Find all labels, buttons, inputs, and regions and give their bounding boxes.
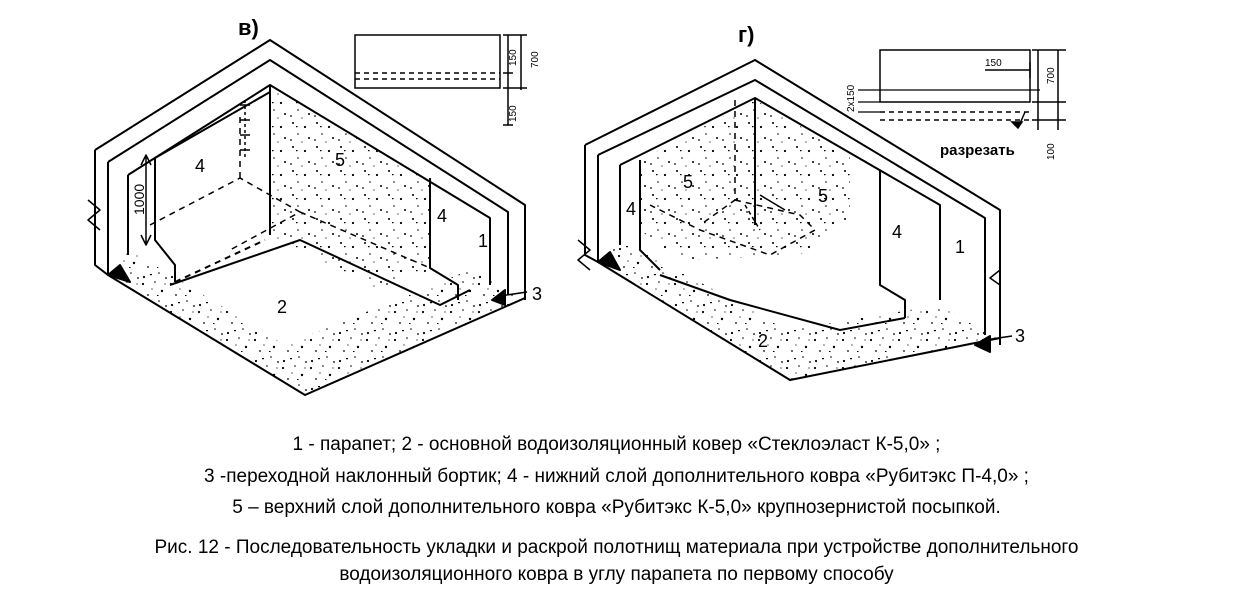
label-4: 4: [195, 156, 205, 176]
panel-left: [87, 39, 528, 396]
parapet-right: [584, 59, 1001, 345]
panel-right: [577, 59, 1013, 381]
figure-caption-line-2: водоизоляционного ковра в углу парапета …: [339, 564, 894, 585]
legend-line-2: 3 -переходной наклонный бортик; 4 - нижн…: [204, 466, 1029, 487]
dim-label: 100: [1046, 143, 1057, 160]
label-5: 5: [818, 186, 828, 206]
panel-right-texts: г) 4 5 5 4 1 2 3: [626, 22, 1025, 351]
label-1: 1: [955, 237, 965, 257]
legend-line-1: 1 - парапет; 2 - основной водоизоляционн…: [292, 434, 941, 455]
label-2: 2: [277, 297, 287, 317]
label-3: 3: [1015, 326, 1025, 346]
dim-label: 150: [985, 58, 1002, 69]
label-5: 5: [335, 150, 345, 170]
layer-4-right-wall: [429, 178, 459, 300]
panel-right-title: г): [738, 22, 755, 47]
layer-4-left-wall: [154, 91, 271, 282]
cut-label: разрезать: [940, 142, 1015, 159]
label-4: 4: [437, 206, 447, 226]
figure-caption-line-1: Рис. 12 - Последовательность укладки и р…: [154, 537, 1079, 558]
legend-line-3: 5 – верхний слой дополнительного ковра «…: [232, 497, 1001, 518]
dim-label: 150: [508, 49, 519, 66]
parapet-corner-diagram: в) 4 5 4 1 2 3 1000 150 700 150: [87, 15, 1066, 396]
cut-sketch-left-texts: 150 700 150: [508, 49, 541, 122]
label-4: 4: [626, 199, 636, 219]
layer-5-left: [270, 85, 430, 290]
label-4: 4: [892, 222, 902, 242]
cut-sketch-left: [354, 34, 527, 126]
roof-floor-left: [108, 250, 525, 395]
fillet-3-right: [597, 251, 621, 271]
dim-label: 700: [1046, 67, 1057, 84]
height-label: 1000: [131, 184, 147, 215]
label-1: 1: [478, 231, 488, 251]
label-3: 3: [532, 284, 542, 304]
label-2: 2: [758, 331, 768, 351]
cut-sketch-right: [858, 49, 1066, 130]
layer-5-right: [640, 100, 850, 260]
dim-label: 150: [508, 105, 519, 122]
panel-left-texts: в) 4 5 4 1 2 3 1000: [131, 15, 542, 317]
dim-label: 2x150: [846, 84, 857, 112]
cut-sketch-right-texts: 150 700 2x150 100 разрезать: [846, 58, 1057, 160]
dim-label: 700: [530, 51, 541, 68]
panel-left-title: в): [238, 15, 259, 40]
fillet-3-left: [107, 264, 131, 283]
parapet-left: [94, 39, 526, 300]
roof-floor-right: [598, 240, 1000, 380]
label-5: 5: [683, 172, 693, 192]
